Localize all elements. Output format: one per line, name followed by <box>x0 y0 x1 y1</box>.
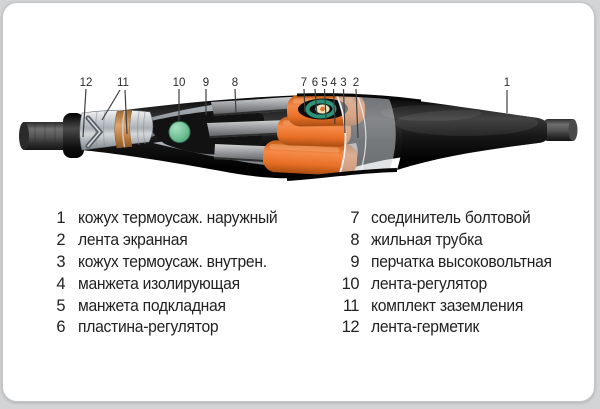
legend-item-10: 10 лента-регулятор <box>327 273 561 295</box>
core-tubes-gray <box>207 97 300 163</box>
legend-item-4: 4 манжета изолирующая <box>41 273 288 295</box>
legend-item-5: 5 манжета подкладная <box>41 295 288 317</box>
earthing-kit <box>79 109 154 151</box>
legend-item-label: пластина-регулятор <box>78 318 219 337</box>
callout-12: 12 <box>80 77 93 89</box>
legend-item-11: 11 комплект заземления <box>327 295 561 317</box>
callout-3: 3 <box>340 77 346 89</box>
callout-numbers: 12 11 10 9 8 7 6 5 4 3 2 1 <box>80 77 511 89</box>
cable-joint-diagram: 12 11 10 9 8 7 6 5 4 3 2 1 <box>19 77 578 181</box>
legend-item-number: 6 <box>56 318 65 337</box>
callout-4: 4 <box>330 77 337 89</box>
legend-item-label: лента экранная <box>78 231 188 250</box>
legend-item-number: 9 <box>350 252 359 271</box>
callout-1: 1 <box>504 77 510 89</box>
legend-item-number: 2 <box>56 231 65 250</box>
legend-item-number: 10 <box>341 274 360 293</box>
outer-jacket-right <box>381 97 547 170</box>
legend-item-label: жильная трубка <box>371 231 483 250</box>
cable-left <box>19 122 69 150</box>
inner-heatshrink-shell <box>336 95 396 177</box>
sealant-collar <box>63 113 84 158</box>
callout-lines <box>82 88 508 139</box>
legend-item-6: 6 пластина-регулятор <box>41 317 288 339</box>
legend-item-label: комплект заземления <box>371 296 524 315</box>
cable-left-end-cap <box>19 122 29 150</box>
legend-item-label: манжета подкладная <box>78 296 226 315</box>
legend-item-label: лента-регулятор <box>371 274 487 293</box>
legend-column-right: 7 соединитель болтовой 8 жильная трубка … <box>327 208 561 339</box>
legend-item-number: 4 <box>56 274 65 293</box>
legend-item-label: кожух термоусаж. внутрен. <box>78 252 267 271</box>
callout-10: 10 <box>173 77 186 89</box>
legend-item-number: 12 <box>341 318 360 337</box>
legend-item-2: 2 лента экранная <box>41 230 288 252</box>
legend-item-number: 7 <box>350 209 359 228</box>
callout-7: 7 <box>301 77 307 89</box>
legend-item-1: 1 кожух термоусаж. наружный <box>41 208 288 230</box>
legend-item-label: манжета изолирующая <box>78 274 240 293</box>
legend-item-label: лента-герметик <box>371 318 480 337</box>
cable-right <box>544 119 578 141</box>
legend-item-label: соединитель болтовой <box>371 209 531 228</box>
content-card: 12 11 10 9 8 7 6 5 4 3 2 1 1 кожух термо… <box>2 2 595 402</box>
legend-item-number: 8 <box>350 231 359 250</box>
legend-item-number: 3 <box>56 252 65 271</box>
legend-item-number: 11 <box>342 296 360 315</box>
legend-item-label: кожух термоусаж. наружный <box>78 209 278 228</box>
legend-item-7: 7 соединитель болтовой <box>327 208 561 230</box>
legend-item-12: 12 лента-герметик <box>327 317 561 339</box>
cable-right-end-cap <box>568 119 578 141</box>
callout-8: 8 <box>232 77 238 89</box>
legend-item-3: 3 кожух термоусаж. внутрен. <box>41 252 288 274</box>
callout-6: 6 <box>312 77 318 89</box>
legend-item-label: перчатка высоковольтная <box>371 252 552 271</box>
legend-column-left: 1 кожух термоусаж. наружный 2 лента экра… <box>41 208 288 339</box>
callout-2: 2 <box>353 77 359 89</box>
legend-item-8: 8 жильная трубка <box>327 230 561 252</box>
legend-item-number: 1 <box>56 209 65 228</box>
legend-item-number: 5 <box>56 296 65 315</box>
callout-9: 9 <box>203 77 209 89</box>
callout-11: 11 <box>117 77 129 89</box>
legend-item-9: 9 перчатка высоковольтная <box>327 252 561 274</box>
regulator-tape-dot <box>168 121 191 143</box>
callout-5: 5 <box>321 77 327 89</box>
